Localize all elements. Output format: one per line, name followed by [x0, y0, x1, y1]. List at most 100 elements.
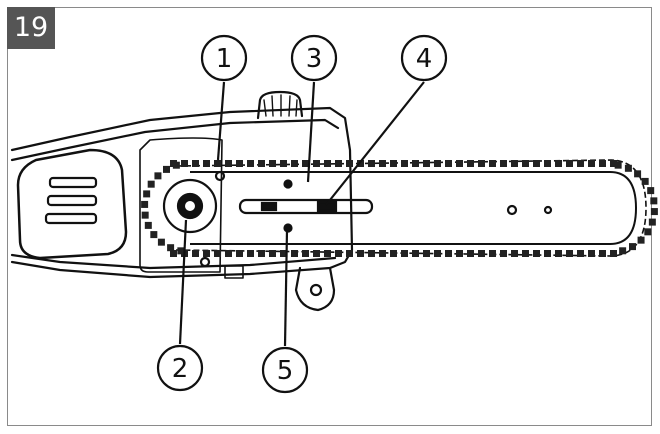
callout-circle-2: [156, 344, 204, 392]
chain-link: [247, 160, 254, 167]
figure-frame: [7, 7, 652, 426]
chain-link: [637, 236, 645, 244]
chain-link: [610, 160, 617, 167]
chain-link: [648, 218, 656, 226]
handle-grip: [16, 148, 128, 260]
chain-link: [390, 160, 397, 167]
chain-link: [324, 160, 331, 167]
chain-link: [401, 160, 408, 167]
chain-link: [423, 160, 430, 167]
chain-link: [511, 250, 518, 257]
chain-link: [324, 250, 331, 257]
chain-link: [412, 250, 419, 257]
leader-line-5: [283, 229, 289, 347]
chain-link: [214, 160, 221, 167]
leader-line-3: [306, 81, 316, 183]
chain-link: [619, 247, 627, 255]
chain-link: [192, 250, 199, 257]
callout-label-1: 1: [216, 44, 233, 74]
chain-link: [650, 197, 658, 205]
chain-link: [489, 250, 496, 257]
chain-link: [172, 161, 180, 169]
chain-link: [533, 250, 540, 257]
chain-link: [157, 238, 165, 246]
chain-link: [610, 250, 617, 257]
chain-link: [634, 170, 642, 178]
bar-slot: [238, 198, 374, 215]
callout-circle-4: [400, 34, 448, 82]
chain-link: [269, 160, 276, 167]
chain-link: [434, 250, 441, 257]
chain-link: [335, 250, 342, 257]
chain-link: [412, 160, 419, 167]
chain-link: [379, 160, 386, 167]
chain-link: [203, 250, 210, 257]
chain-link: [368, 160, 375, 167]
leader-line-4: [325, 81, 425, 206]
tension-knob: [256, 90, 304, 120]
chain-link: [214, 250, 221, 257]
chain-link: [258, 160, 265, 167]
chain-link: [566, 250, 573, 257]
chain-link: [467, 250, 474, 257]
sprocket-cover: [139, 137, 223, 273]
callout-label-4: 4: [416, 44, 433, 74]
bottom-hook: [294, 266, 336, 312]
chain-link: [456, 160, 463, 167]
chain-link: [379, 250, 386, 257]
chain-link: [566, 160, 573, 167]
chain-link: [500, 250, 507, 257]
chain-link: [203, 160, 210, 167]
chain-link: [555, 160, 562, 167]
leader-line-2: [178, 219, 188, 345]
callout-label-3: 3: [306, 44, 323, 74]
chain-link: [650, 208, 658, 216]
chain-link: [577, 160, 584, 167]
chain-link: [143, 190, 151, 198]
chain-link: [401, 250, 408, 257]
callout-circle-1: [200, 34, 248, 82]
chain-link: [434, 160, 441, 167]
chain-link: [346, 160, 353, 167]
chain-link: [478, 250, 485, 257]
chain-link: [335, 160, 342, 167]
chain-link: [500, 160, 507, 167]
chain-link: [423, 250, 430, 257]
callout-circle-3: [290, 34, 338, 82]
chain-link: [144, 221, 152, 229]
chain-link: [588, 160, 595, 167]
vent-slot: [46, 194, 98, 207]
chain-link: [544, 250, 551, 257]
chain-link: [368, 250, 375, 257]
chain-link: [147, 180, 155, 188]
vent-slot: [44, 212, 98, 225]
chain-link: [236, 250, 243, 257]
chain-link: [588, 250, 595, 257]
chain-link: [599, 250, 606, 257]
chain-link: [192, 160, 199, 167]
chain-link: [533, 160, 540, 167]
chain-link: [522, 250, 529, 257]
chain-link: [141, 211, 149, 219]
chain-link: [225, 250, 232, 257]
chain-link: [489, 160, 496, 167]
chain-link: [291, 160, 298, 167]
chain-link: [511, 160, 518, 167]
callout-label-5: 5: [277, 356, 294, 386]
chain-link: [357, 250, 364, 257]
chain-link: [467, 160, 474, 167]
chain-link: [302, 250, 309, 257]
vent-slot: [48, 176, 98, 189]
chain-link: [445, 250, 452, 257]
chain-link: [641, 177, 649, 185]
chain-link: [247, 250, 254, 257]
chain-link: [629, 243, 636, 251]
figure-number-badge: 19: [7, 7, 55, 49]
chain-link: [150, 231, 158, 239]
chain-link: [390, 250, 397, 257]
chain-link: [280, 160, 287, 167]
chain-link: [154, 172, 162, 180]
chain-link: [357, 160, 364, 167]
drive-sprocket: [162, 178, 218, 234]
